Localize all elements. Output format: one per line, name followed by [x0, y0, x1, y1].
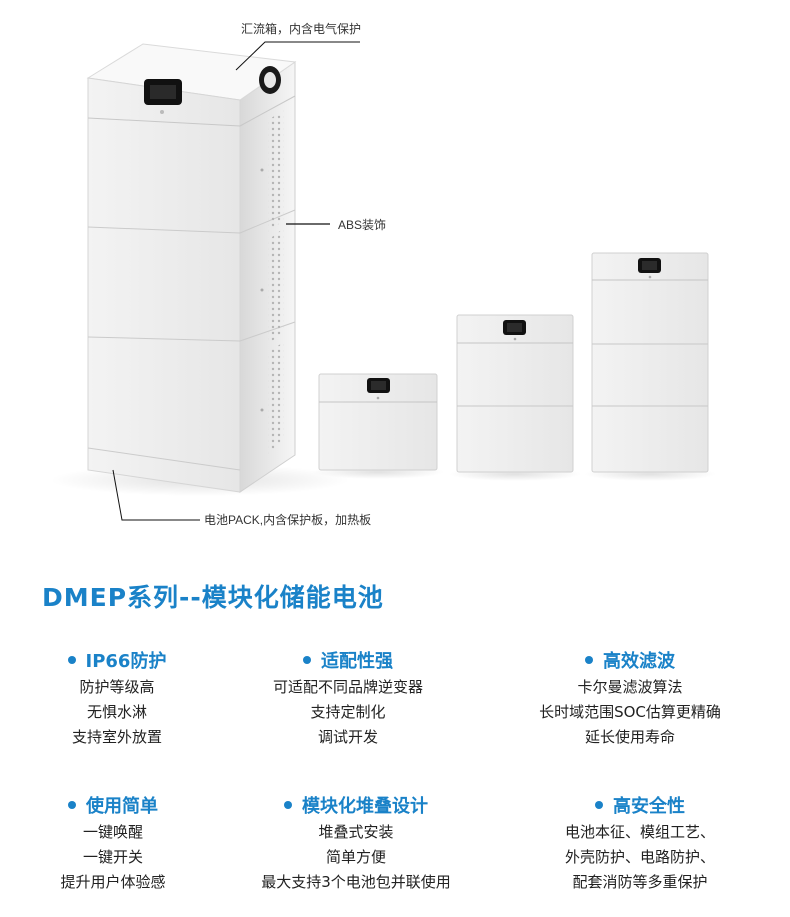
- feature-heading: 模块化堆叠设计: [231, 794, 481, 820]
- feature-compatibility: 适配性强 可适配不同品牌逆变器 支持定制化 调试开发: [223, 649, 473, 750]
- feature-line: 电池本征、模组工艺、: [564, 823, 715, 841]
- feature-line: 堆叠式安装: [318, 823, 394, 841]
- page-title: DMEP系列--模块化储能电池: [42, 583, 384, 612]
- callout-battery-pack: 电池PACK,内含保护板，加热板: [204, 513, 372, 527]
- product-illustration: [50, 41, 716, 521]
- feature-ease-of-use: 使用简单 一键唤醒 一键开关 提升用户体验感: [0, 794, 238, 895]
- bullet-icon: [595, 801, 603, 809]
- feature-heading: 使用简单: [0, 794, 238, 820]
- battery-unit-2-module: [449, 314, 581, 481]
- feature-line: 防护等级高: [79, 678, 155, 696]
- feature-line: 可适配不同品牌逆变器: [272, 678, 423, 696]
- feature-line: 一键开关: [82, 848, 143, 866]
- feature-line: 一键唤醒: [82, 823, 143, 841]
- battery-unit-1-module: [312, 373, 444, 479]
- callout-abs-trim: ABS装饰: [338, 218, 387, 232]
- callout-line-combiner: [235, 41, 360, 71]
- feature-ip66: IP66防护 防护等级高 无惧水淋 支持室外放置: [0, 649, 242, 750]
- bullet-icon: [284, 801, 292, 809]
- feature-line: 支持定制化: [310, 703, 386, 721]
- bullet-icon: [585, 656, 593, 664]
- bullet-icon: [67, 656, 76, 664]
- bullet-icon: [68, 801, 76, 809]
- feature-safety: 高安全性 电池本征、模组工艺、 外壳防护、电路防护、 配套消防等多重保护: [515, 794, 765, 895]
- feature-line: 调试开发: [317, 728, 378, 746]
- callout-combiner-box: 汇流箱，内含电气保护: [241, 22, 362, 36]
- feature-heading: 高效滤波: [505, 649, 755, 675]
- feature-line: 配套消防等多重保护: [572, 873, 708, 891]
- feature-filtering: 高效滤波 卡尔曼滤波算法 长时域范围SOC估算更精确 延长使用寿命: [505, 649, 755, 750]
- feature-line: 卡尔曼滤波算法: [577, 678, 683, 696]
- feature-line: 简单方便: [325, 848, 386, 866]
- callout-line-pack: [112, 469, 200, 521]
- feature-line: 最大支持3个电池包并联使用: [261, 873, 451, 891]
- feature-heading: 适配性强: [223, 649, 473, 675]
- feature-line: 无惧水淋: [86, 703, 147, 721]
- feature-modular-stacking: 模块化堆叠设计 堆叠式安装 简单方便 最大支持3个电池包并联使用: [231, 794, 481, 895]
- feature-line: 支持室外放置: [71, 728, 162, 746]
- feature-line: 延长使用寿命: [584, 728, 675, 746]
- feature-heading: IP66防护: [0, 649, 242, 675]
- tower-battery-unit: [50, 43, 350, 496]
- battery-unit-3-module: [584, 252, 716, 481]
- feature-line: 外壳防护、电路防护、: [564, 848, 715, 866]
- feature-line: 提升用户体验感: [60, 873, 166, 891]
- feature-line: 长时域范围SOC估算更精确: [539, 703, 721, 721]
- feature-heading: 高安全性: [515, 794, 765, 820]
- bullet-icon: [303, 656, 311, 664]
